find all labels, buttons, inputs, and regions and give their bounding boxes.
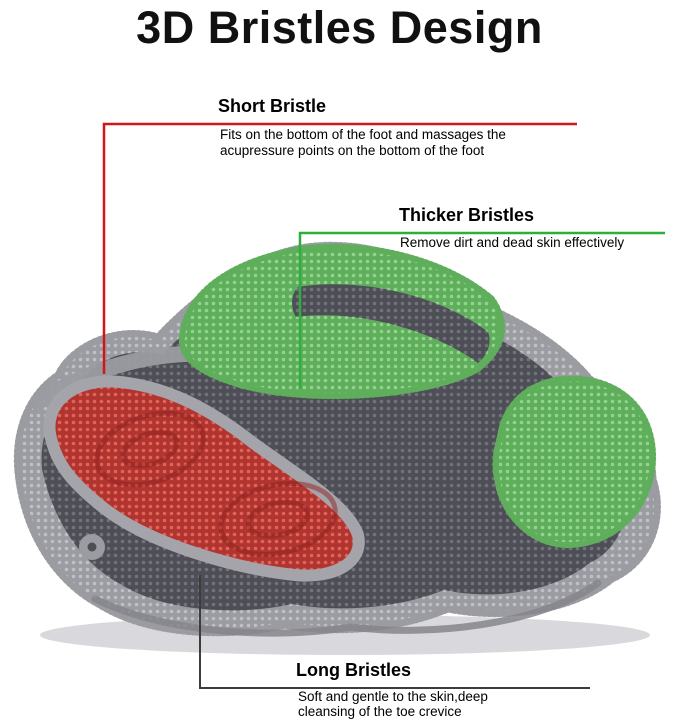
- mat-green-right-bristles: [492, 375, 657, 549]
- mat-gray-band: [30, 345, 293, 410]
- red-massage-rings: [94, 410, 338, 557]
- page-title: 3D Bristles Design: [136, 2, 543, 53]
- mat-red-foot-bristles: [43, 375, 365, 582]
- hanging-tab: [79, 534, 105, 560]
- thicker-bristles-description: Remove dirt and dead skin effectively: [400, 235, 624, 251]
- long-bristles-label: Long Bristles: [296, 660, 412, 680]
- mat-shadow: [40, 615, 650, 655]
- short-bristle-description-line1: Fits on the bottom of the foot and massa…: [220, 127, 506, 142]
- short-bristle-description-line2: acupressure points on the bottom of the …: [220, 143, 485, 158]
- mat-fringe-gray-bristles: [13, 241, 661, 637]
- long-bristles-description-line2: cleansing of the toe crevice: [298, 704, 462, 719]
- long-bristles-description: Soft and gentle to the skin,deep cleansi…: [298, 689, 488, 719]
- short-bristle-label: Short Bristle: [218, 96, 327, 116]
- mat-green-top-bristles: [178, 243, 506, 400]
- long-bristles-description-line1: Soft and gentle to the skin,deep: [298, 689, 488, 704]
- thicker-bristles-label: Thicker Bristles: [399, 205, 535, 225]
- thicker-bristles-line: [298, 231, 665, 389]
- mat-dark-stripe: [292, 284, 490, 363]
- mat-dark-bristles: [41, 267, 627, 611]
- thicker-bristles-description-line1: Remove dirt and dead skin effectively: [400, 235, 625, 250]
- mat-bottom-edge: [91, 579, 602, 637]
- product-illustration: [13, 241, 661, 655]
- short-bristle-description: Fits on the bottom of the foot and massa…: [220, 127, 506, 159]
